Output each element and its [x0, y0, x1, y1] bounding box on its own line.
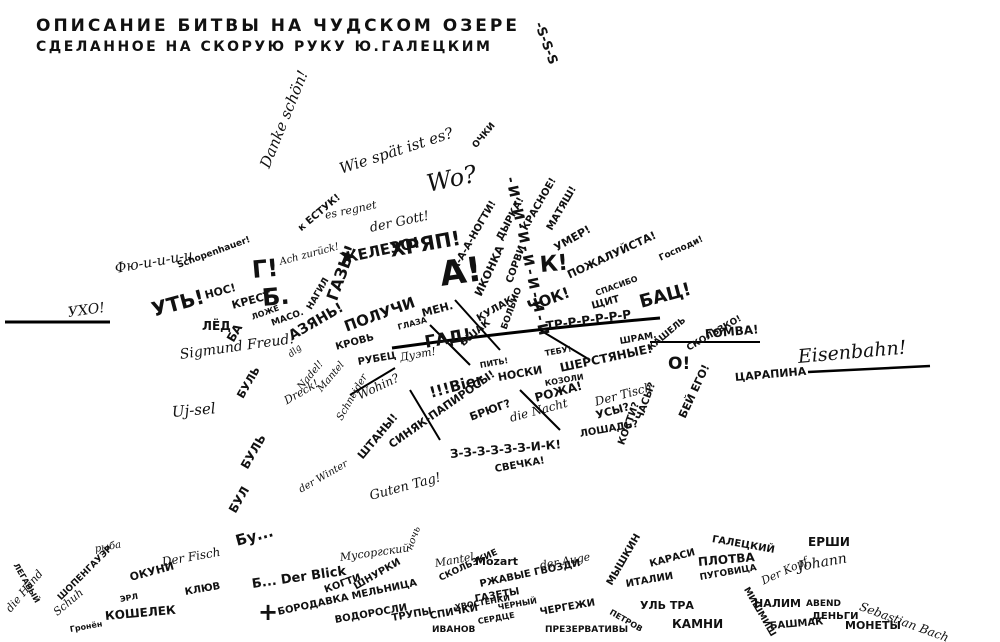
ground-kamni: КАМНИ: [672, 617, 724, 631]
stroke-center-d: [539, 329, 591, 361]
spear-line: [391, 316, 661, 350]
page-title: ОПИСАНИЕ БИТВЫ НА ЧУДСКОМ ОЗЕРЕ: [36, 16, 520, 36]
ground-ivanov: ИВАНОВ: [432, 625, 476, 635]
ground-nalim: НАЛИМ: [754, 597, 802, 610]
ground-monety: МОНЕТЫ: [845, 619, 901, 632]
ground-dengi: ДЕНЬГИ: [812, 611, 859, 622]
word-erschi: ЕРШИ: [808, 535, 850, 549]
stroke-center-e: [409, 389, 441, 441]
word-o: О!: [668, 354, 691, 374]
stroke-center-b: [454, 299, 501, 351]
ground-uzh-tra: УЛЬ ТРА: [640, 599, 694, 612]
ground-plus: +: [258, 598, 279, 626]
word-g: Г!: [250, 253, 280, 284]
stroke-center-c: [349, 367, 396, 396]
stroke-center-a: [429, 324, 471, 366]
word-uj-sel: Uj-sel: [171, 399, 217, 421]
horizon-line-right: [807, 364, 931, 374]
word-k-big: К!: [538, 250, 569, 278]
stroke-center-f: [519, 389, 561, 431]
ground-mozart: Mozart: [475, 555, 519, 568]
page-subtitle: СДЕЛАННОЕ НА СКОРУЮ РУКУ Ю.ГАЛЕЦКИМ: [36, 39, 493, 55]
word-led: ЛЁД: [202, 319, 231, 333]
ground-prezervativy: ПРЕЗЕРВАТИВЫ: [545, 625, 629, 635]
ground-abend: ABEND: [806, 599, 841, 609]
